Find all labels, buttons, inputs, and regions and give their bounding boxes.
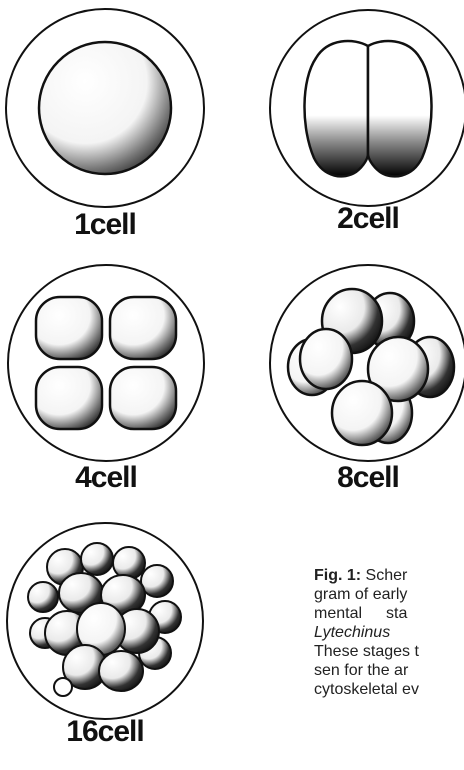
fertilization-envelope (8, 265, 204, 461)
stage-label-4cell: 4cell (6, 461, 206, 495)
caption-line-1-text: Scher (361, 567, 407, 584)
caption-line-6: sen for the ar (314, 661, 464, 680)
blastomere (36, 367, 102, 429)
stage-16cell: 16cell (5, 521, 205, 741)
caption-line-3-a: mental (314, 604, 362, 623)
stage-2cell: 2cell (268, 8, 464, 228)
blastomere (54, 678, 72, 696)
embryo-4cell-diagram (6, 263, 206, 463)
embryo-8cell-diagram (268, 263, 464, 463)
blastomere (81, 543, 113, 575)
caption-line-5: These stages t (314, 642, 464, 661)
caption-line-4: Lytechinus (314, 623, 464, 642)
blastomere (28, 582, 58, 612)
stage-label-8cell: 8cell (268, 461, 464, 495)
stage-4cell: 4cell (6, 263, 206, 483)
caption-line-7: cytoskeletal ev (314, 680, 464, 699)
blastomere-left (304, 41, 368, 176)
blastomere (332, 381, 392, 445)
caption-line-2: gram of early (314, 585, 464, 604)
blastomere (110, 297, 176, 359)
blastomere (110, 367, 176, 429)
stage-label-16cell: 16cell (5, 715, 205, 749)
blastomere (300, 329, 352, 389)
figure-label: Fig. 1: (314, 567, 361, 584)
caption-line-3: mental sta (314, 604, 464, 623)
stage-8cell: 8cell (268, 263, 464, 483)
blastomere (36, 297, 102, 359)
embryo-16cell-diagram (5, 521, 205, 721)
stage-label-1cell: 1cell (5, 208, 205, 242)
blastomere (39, 42, 171, 174)
caption-line-1: Fig. 1: Scher (314, 566, 464, 585)
embryo-1cell-diagram (5, 8, 205, 208)
caption-line-3-b: sta (386, 604, 407, 623)
blastomere (99, 651, 143, 691)
stage-label-2cell: 2cell (268, 202, 464, 236)
blastomere (113, 547, 145, 579)
blastomere-right (368, 41, 432, 176)
embryo-2cell-diagram (268, 8, 464, 208)
stage-1cell: 1cell (5, 8, 205, 228)
figure-caption: Fig. 1: Scher gram of early mental sta Ly… (314, 566, 464, 699)
